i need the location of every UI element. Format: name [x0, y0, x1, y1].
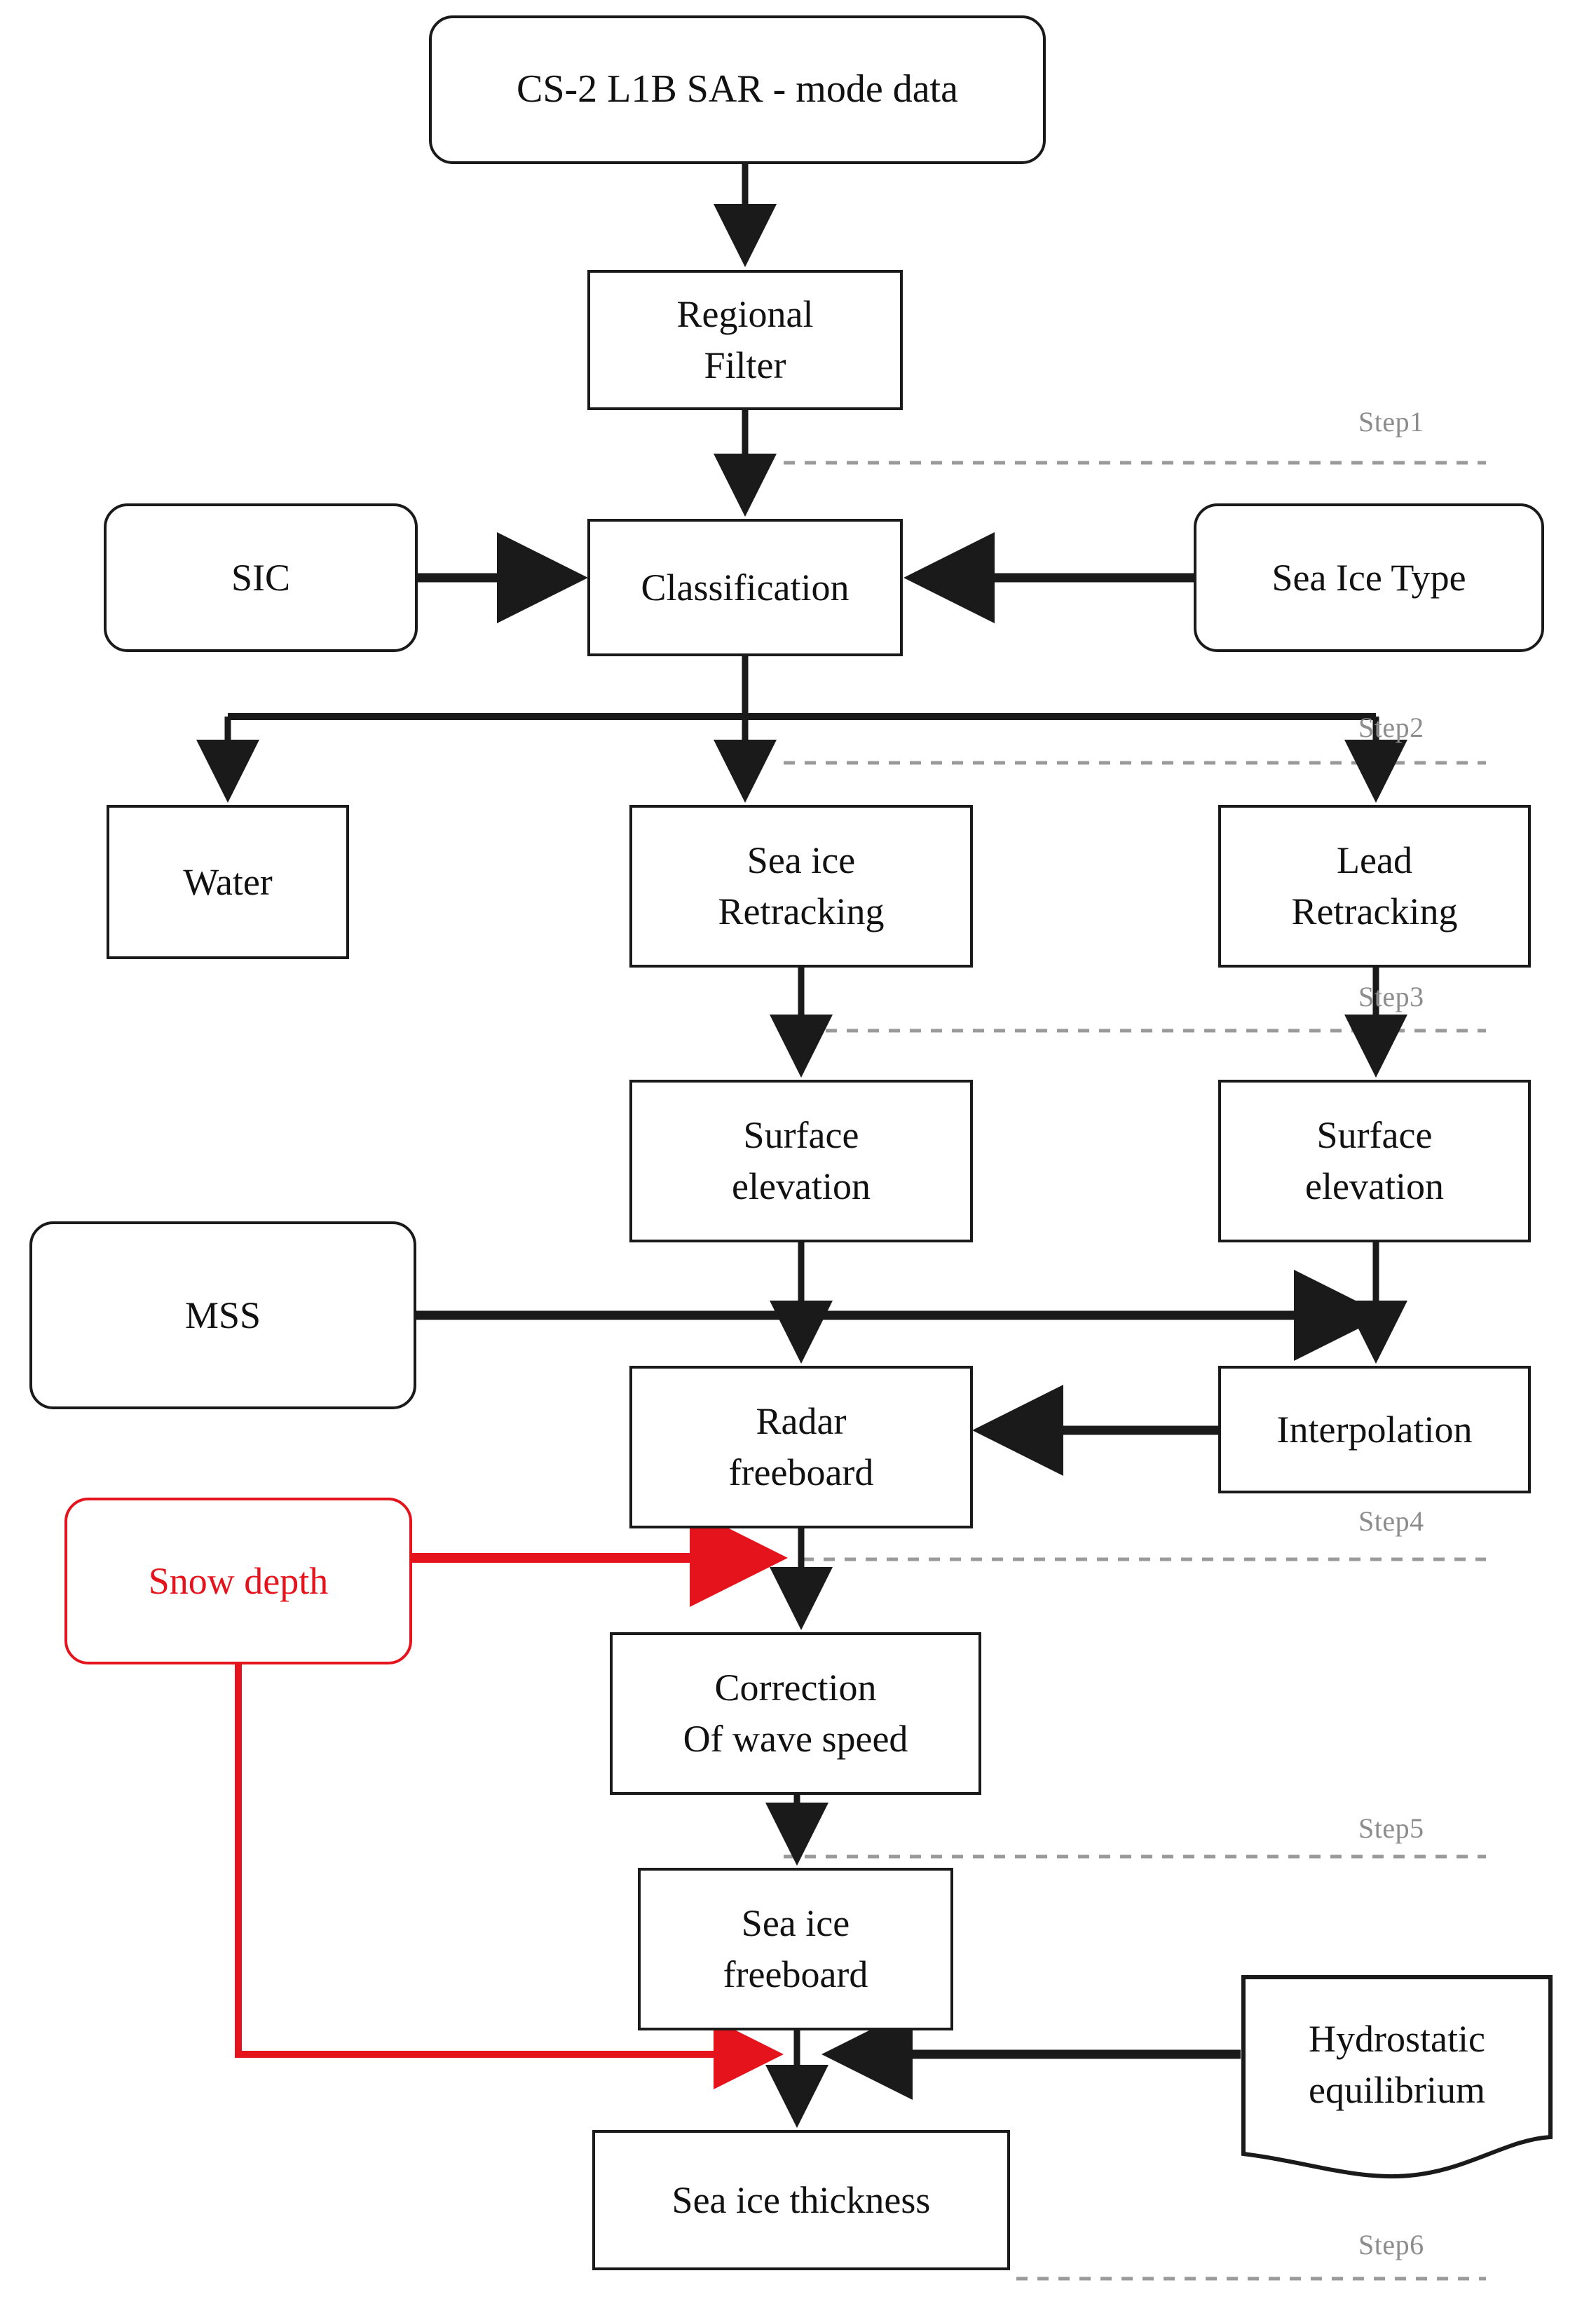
step-label-step3: Step3 — [1358, 981, 1424, 1012]
node-sic-label: SIC — [231, 556, 291, 599]
node-water-label: Water — [183, 860, 273, 903]
node-interpolation[interactable]: Interpolation — [1218, 1366, 1531, 1493]
node-mss-label: MSS — [184, 1294, 261, 1336]
node-snow-depth-label: Snow depth — [148, 1559, 329, 1602]
node-classification[interactable]: Classification — [587, 519, 903, 656]
node-mss[interactable]: MSS — [29, 1221, 416, 1409]
step-label-step2: Step2 — [1358, 712, 1424, 743]
document-shape-icon — [1241, 1975, 1553, 2179]
node-sea-ice-type-label: Sea Ice Type — [1271, 556, 1466, 599]
node-source[interactable]: CS-2 L1B SAR - mode data — [429, 15, 1046, 164]
node-sic[interactable]: SIC — [104, 503, 418, 652]
node-interpolation-label: Interpolation — [1276, 1408, 1473, 1451]
node-source-label: CS-2 L1B SAR - mode data — [517, 67, 958, 111]
step-label-step5: Step5 — [1358, 1812, 1424, 1844]
edge-snowdepth-to-thickness — [235, 1664, 784, 2089]
node-snow-depth[interactable]: Snow depth — [64, 1498, 412, 1664]
step-label-step4: Step4 — [1358, 1505, 1424, 1537]
node-sea-ice-type[interactable]: Sea Ice Type — [1194, 503, 1544, 652]
step-label-step6: Step6 — [1358, 2229, 1424, 2260]
node-water[interactable]: Water — [107, 805, 349, 959]
node-sea-ice-thickness-label: Sea ice thickness — [671, 2178, 931, 2221]
node-classification-label: Classification — [641, 566, 850, 609]
edge-mss-midarrow — [792, 1304, 816, 1327]
step-label-step1: Step1 — [1358, 406, 1424, 438]
node-sea-ice-thickness[interactable]: Sea ice thickness — [592, 2130, 1010, 2270]
